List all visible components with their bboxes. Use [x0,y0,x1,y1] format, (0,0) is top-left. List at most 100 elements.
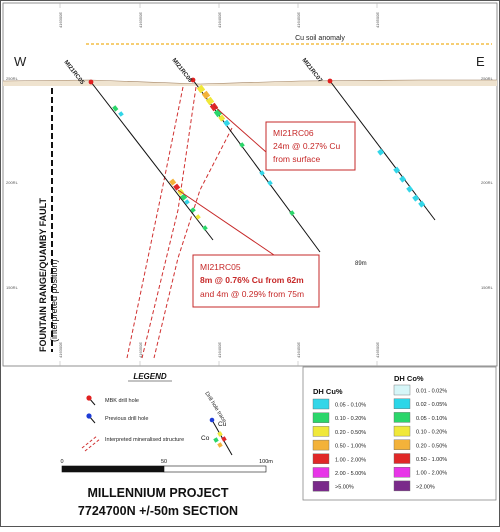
dh-co-swatch-2 [393,398,411,409]
rl-right-200: 200RL [481,180,494,185]
fault-label-line2: (interpreted position) [49,259,59,342]
dh-co-label-3: 0.05 - 0.10% [416,416,447,422]
dh-cu-swatch-4 [312,439,330,451]
legend-structure-line1 [81,435,98,449]
legend-structure-text: Interpreted mineralised structure [105,437,184,443]
soil-anomaly-label: Cu soil anomaly [295,35,345,42]
rc06-callout-title: MI21RC06 [273,128,314,138]
rc07-collar-icon [327,78,333,84]
rc05-callout-box [192,254,320,308]
rl-right-250: 250RL [481,76,494,81]
dh-cu-label-3: 0.20 - 0.50% [335,430,366,436]
easting-top-2: 416350E [138,12,143,28]
legend-previous-label: Previous drill hole [105,416,148,422]
dh-cu-label-2: 0.10 - 0.20% [335,416,366,422]
dh-co-label-5: 0.20 - 0.50% [416,443,447,449]
dh-co-swatch-7 [393,467,411,478]
dh-co-label-2: 0.02 - 0.05% [416,402,447,408]
rc05-callout-line1: 8m @ 0.76% Cu from 62m [200,275,304,285]
legend-trace-block-1 [217,431,223,437]
rc05-collar-icon [88,79,94,85]
dh-co-swatch-8 [393,480,411,492]
dh-co-swatch-6 [393,453,411,464]
rc06-callout-box [265,121,356,171]
easting-bottom-4: 416450E [296,342,301,358]
depth-label: 89m [355,261,367,267]
legend-structure-line2 [84,438,101,452]
dh-co-swatch-3 [393,412,411,423]
topography-line [2,79,497,85]
dh-cu-label-6: 2.00 - 5.00% [335,471,366,477]
scale-bar [61,465,267,473]
legend-trace-block-3 [213,437,219,443]
rc05-callout-leader [177,189,275,256]
easting-top-1: 416300E [58,12,63,28]
dh-cu-swatch-5 [312,453,330,464]
west-label: W [14,54,27,69]
rc05-callout-title: MI21RC05 [200,262,241,272]
dh-cu-label-5: 1.00 - 2.00% [335,457,366,463]
dh-co-label-1: 0.01 - 0.02% [416,389,447,395]
dh-cu-swatch-6 [312,467,330,478]
scale-end: 100m [259,459,273,465]
easting-top-4: 416450E [296,12,301,28]
dh-co-label-8: >2.00% [416,484,435,490]
section-title: 7724700N +/-50m SECTION [78,504,238,518]
fault-label-line1: FOUNTAIN RANGE/QUAMBY FAULT [38,198,48,352]
easting-bottom-5: 416500E [375,342,380,358]
eastings-top: 416300E 416350E 416400E 416450E 416500E [58,12,380,28]
easting-top-3: 416400E [217,12,222,28]
scale-mid: 50 [161,459,167,465]
rl-right-150: 150RL [481,285,494,290]
rc06-callout-line1: 24m @ 0.27% Cu [273,141,340,151]
dh-cu-label-1: 0.05 - 0.10% [335,403,366,409]
eastings-bottom: 416300E 416350E 416400E 416450E 416500E [58,342,380,358]
dh-co-label-7: 1.00 - 2.00% [416,471,447,477]
legend-mbk-hole-icon [86,395,92,401]
dh-co-rows: 0.01 - 0.02% 0.02 - 0.05% 0.05 - 0.10% 0.10… [393,384,447,492]
rl-labels: 250RL 200RL 150RL 250RL 200RL 150RL [6,76,494,290]
scale-zero: 0 [60,459,63,465]
dh-cu-label-4: 0.50 - 1.00% [335,444,366,450]
dh-cu-swatch-2 [312,412,330,423]
rc06-collar-icon [190,77,196,83]
rl-left-200: 200RL [6,180,19,185]
legend-trace-label: Drill hole trace [203,391,227,424]
dh-co-label-4: 0.10 - 0.20% [416,430,447,436]
dh-co-label-6: 0.50 - 1.00% [416,457,447,463]
east-label: E [476,54,485,69]
dh-co-swatch-1 [393,384,411,396]
dh-cu-title: DH Cu% [313,387,343,396]
project-title: MILLENNIUM PROJECT [88,486,229,500]
dh-cu-rows: 0.05 - 0.10% 0.10 - 0.20% 0.20 - 0.50% 0.50… [312,398,366,492]
legend-trace-block-2 [221,436,227,442]
legend-cu-label: Cu [218,421,227,428]
fault-label: FOUNTAIN RANGE/QUAMBY FAULT (interpreted… [38,198,59,352]
legend-trace-block-4 [217,442,223,448]
dh-co-title: DH Co% [394,374,424,383]
legend-mbk-label: MBK drill hole [105,398,139,404]
legend-trace-collar-icon [209,417,215,423]
easting-bottom-2: 416350E [138,342,143,358]
rl-left-250: 250RL [6,76,19,81]
rl-left-150: 150RL [6,285,19,290]
rc05-callout-line2: and 4m @ 0.29% from 75m [200,289,304,299]
dh-co-swatch-4 [393,425,411,437]
rc06-callout-line2: from surface [273,154,321,164]
legend-previous-hole-icon [86,413,92,419]
legend-trace-line [211,419,233,456]
interpreted-structures [126,86,233,359]
easting-bottom-3: 416400E [217,342,222,358]
assay-blocks-rc07 [377,148,426,208]
easting-ticks [59,3,378,366]
dh-cu-swatch-3 [312,426,330,437]
legend-title: LEGEND [133,372,167,381]
easting-top-5: 416500E [375,12,380,28]
easting-bottom-1: 416300E [58,342,63,358]
dh-cu-swatch-7 [312,481,330,492]
dh-cu-swatch-1 [312,398,330,410]
rc06-callout-leader [213,105,267,153]
legend-structure-label: Interpreted mineralised structure [105,437,184,443]
dh-cu-label-7: >5.00% [335,485,354,491]
